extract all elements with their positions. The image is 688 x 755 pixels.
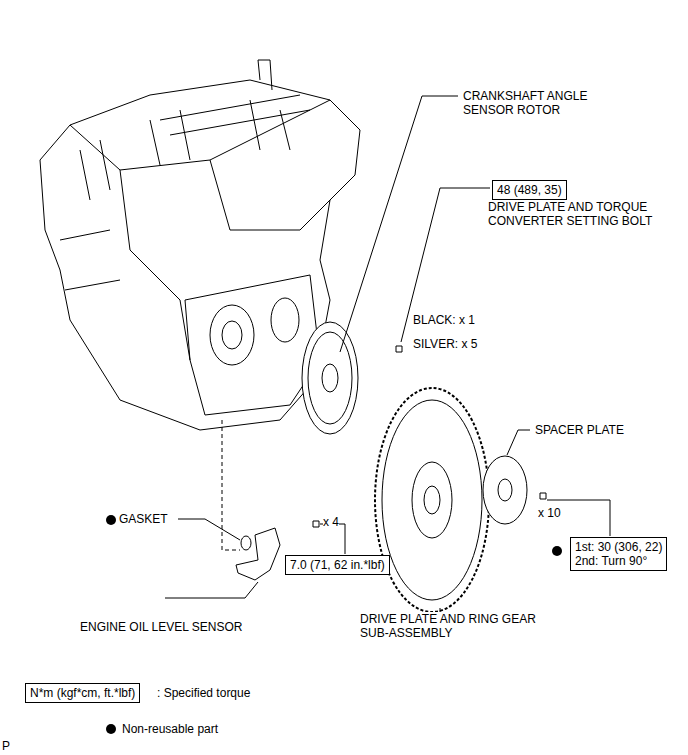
torque-value: 2nd: Turn 90° (575, 554, 662, 568)
part-label: SPACER PLATE (535, 423, 624, 437)
legend-text: Non-reusable part (122, 722, 218, 736)
part-label: BLACK: x 1 (413, 313, 475, 327)
part-label: DRIVE PLATE AND TORQUE CONVERTER SETTING… (488, 200, 678, 228)
torque-box: 7.0 (71, 62 in.*lbf) (285, 555, 390, 575)
part-label: P (2, 739, 10, 753)
legend-text: : Specified torque (157, 686, 250, 700)
torque-value: 48 (489, 35) (497, 183, 562, 197)
torque-box: 48 (489, 35) (492, 180, 567, 200)
torque-box: 1st: 30 (306, 22)2nd: Turn 90° (570, 537, 667, 571)
part-label: x 4 (323, 515, 339, 529)
torque-value: N*m (kgf*cm, ft.*lbf) (30, 686, 135, 700)
torque-box: N*m (kgf*cm, ft.*lbf) (25, 683, 140, 703)
part-label: DRIVE PLATE AND RING GEAR SUB-ASSEMBLY (360, 612, 550, 640)
part-label: SILVER: x 5 (413, 337, 477, 351)
part-label: ENGINE OIL LEVEL SENSOR (80, 620, 243, 634)
part-label: x 10 (538, 506, 561, 520)
torque-value: 1st: 30 (306, 22) (575, 540, 662, 554)
part-label: CRANKSHAFT ANGLE SENSOR ROTOR (463, 89, 593, 117)
part-label: GASKET (119, 512, 168, 526)
torque-value: 7.0 (71, 62 in.*lbf) (290, 558, 385, 572)
